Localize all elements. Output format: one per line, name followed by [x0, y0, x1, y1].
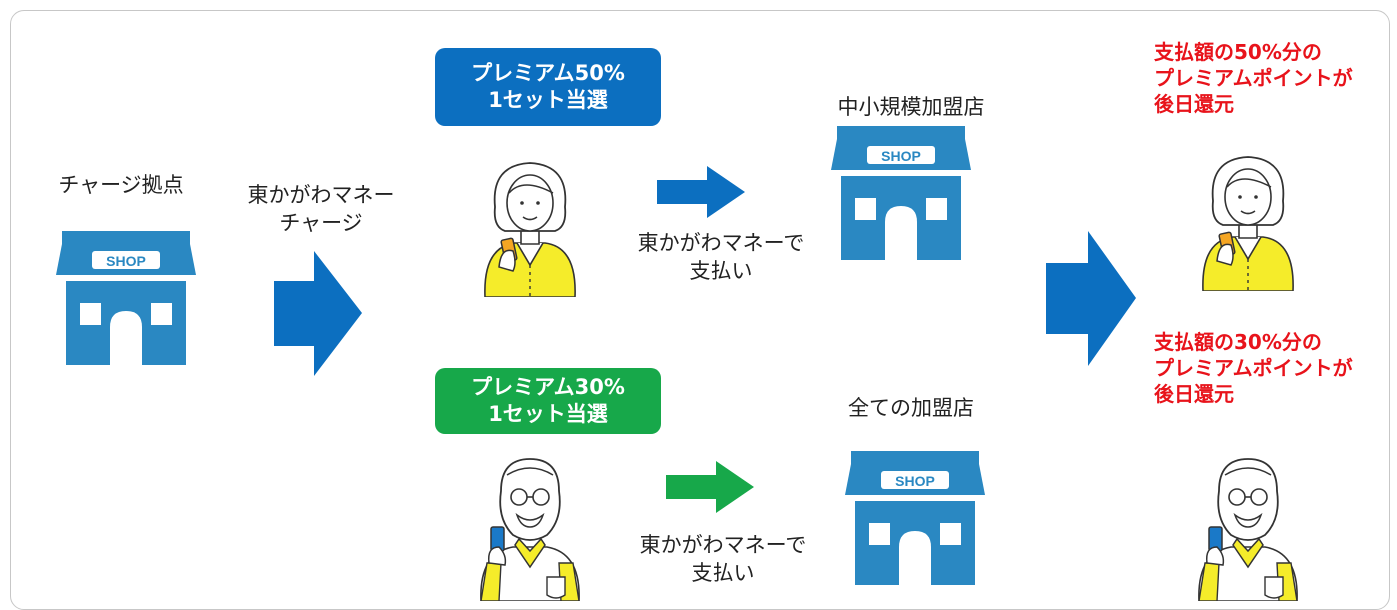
payment-top-line2: 支払い	[689, 259, 753, 283]
payment-top-label: 東かがわマネーで 支払い	[621, 229, 821, 285]
payment-bottom-label: 東かがわマネーで 支払い	[623, 531, 823, 587]
store-small-label: 中小規模加盟店	[837, 95, 985, 119]
premium30-line2: 1セット当選	[488, 402, 608, 426]
result50-line3: 後日還元	[1154, 92, 1234, 116]
premium50-badge: プレミアム50% 1セット当選	[435, 48, 661, 126]
premium50-line1: プレミアム50%	[471, 61, 625, 85]
diagram-frame: チャージ拠点 SHOP 東かがわマネー チャージ プレミアム50% 1セット当選…	[10, 10, 1390, 610]
payment-top-line1: 東かがわマネーで	[637, 231, 805, 255]
result-man-icon	[1161, 451, 1335, 601]
result50-text: 支払額の50%分の プレミアムポイントが 後日還元	[1154, 39, 1353, 117]
result-woman-icon	[1161, 141, 1335, 291]
big-arrow-right-icon	[1046, 231, 1138, 366]
charge-shop-icon: SHOP	[56, 231, 196, 365]
man-user-icon	[443, 451, 617, 601]
result30-text: 支払額の30%分の プレミアムポイントが 後日還元	[1154, 329, 1353, 407]
store-small-shop-icon: SHOP	[831, 126, 971, 260]
charge-action-label: 東かがわマネー チャージ	[231, 181, 411, 237]
shop-sign-text: SHOP	[881, 148, 921, 164]
premium30-line1: プレミアム30%	[471, 375, 625, 399]
store-all-shop-icon: SHOP	[845, 451, 985, 585]
result30-line3: 後日還元	[1154, 382, 1234, 406]
premium50-line2: 1セット当選	[488, 88, 608, 112]
result30-line2: プレミアムポイントが	[1154, 356, 1353, 380]
result50-line1: 支払額の50%分の	[1154, 40, 1322, 64]
charge-action-line2: チャージ	[279, 211, 363, 235]
premium30-badge: プレミアム30% 1セット当選	[435, 368, 661, 434]
woman-user-icon	[443, 147, 617, 297]
payment-bottom-line1: 東かがわマネーで	[639, 533, 807, 557]
store-all-label: 全ての加盟店	[848, 396, 974, 420]
result30-line1: 支払額の30%分の	[1154, 330, 1322, 354]
big-arrow-left-icon	[274, 251, 364, 376]
charge-action-line1: 東かがわマネー	[247, 183, 395, 207]
shop-sign-text: SHOP	[895, 473, 935, 489]
result50-line2: プレミアムポイントが	[1154, 66, 1353, 90]
arrow-right-blue-icon	[657, 166, 745, 218]
shop-sign-text: SHOP	[106, 253, 146, 269]
arrow-right-green-icon	[666, 461, 754, 513]
payment-bottom-line2: 支払い	[691, 561, 755, 585]
charge-point-label: チャージ拠点	[58, 173, 184, 197]
